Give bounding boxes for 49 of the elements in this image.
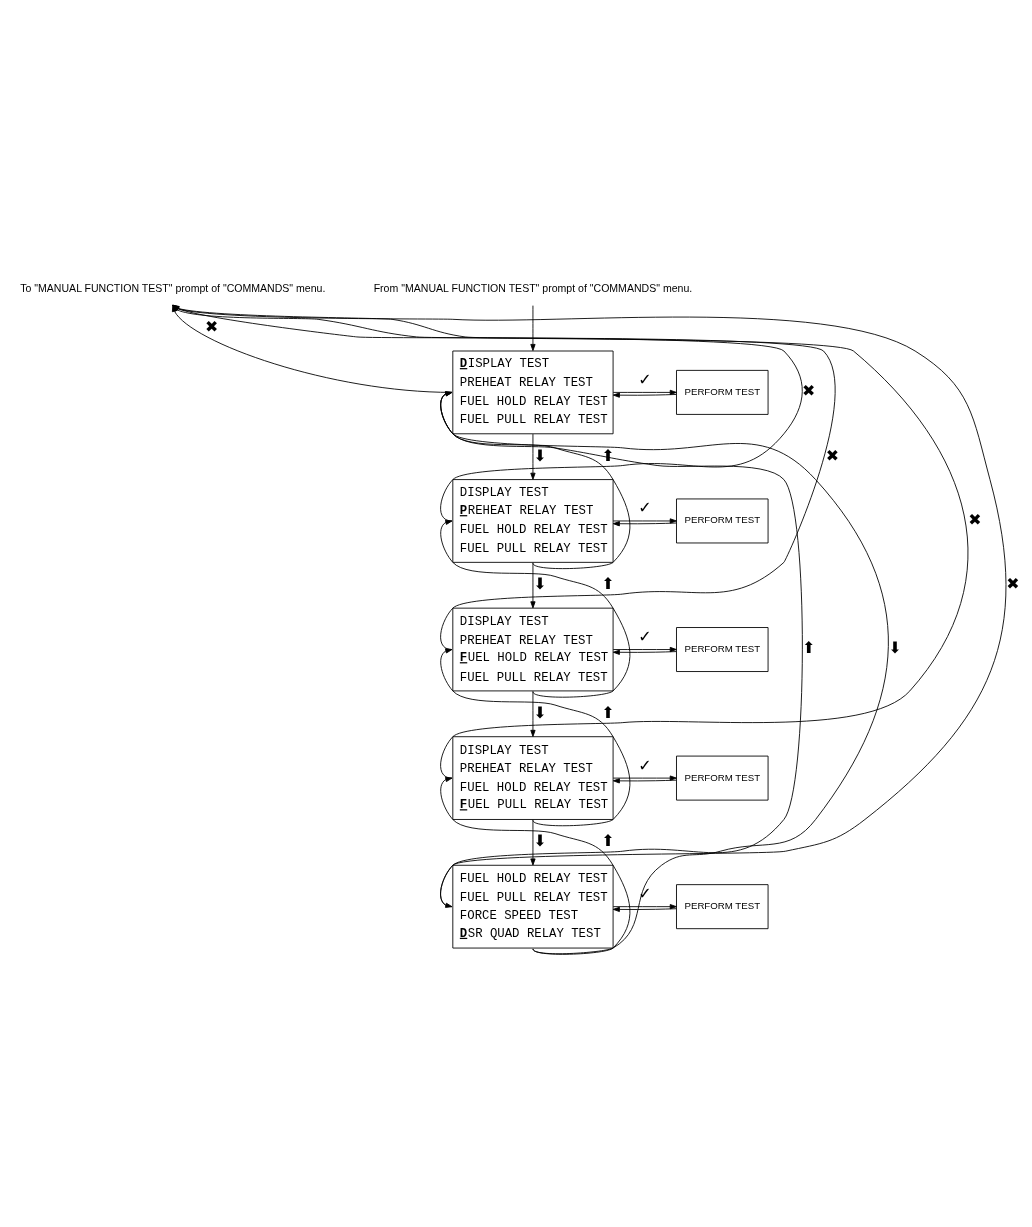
arrow [612, 906, 677, 912]
node-box: DISPLAY TEST PREHEAT RELAY TEST FUEL HOLD RELAY TEST FUEL PULL RELAY TEST [452, 607, 614, 691]
edge-label: ⬇ [888, 637, 902, 657]
edge-label: ✖ [204, 316, 219, 336]
edge-label: ✖ [1006, 573, 1020, 593]
node-box: PERFORM TEST [676, 755, 769, 801]
arrow [612, 646, 677, 652]
arrow [440, 647, 631, 826]
arrow [530, 304, 536, 351]
edge-label: ✓ [638, 883, 652, 903]
arrow [612, 517, 677, 524]
arrow [530, 818, 536, 865]
edge-label: ✓ [638, 755, 652, 775]
edge-label: ✓ [638, 369, 652, 389]
node-text: To "MANUAL FUNCTION TEST" prompt of "COMMANDS" menu. [20, 281, 326, 294]
arrow [530, 433, 536, 480]
arrow [440, 390, 889, 954]
edge-label: ✖ [801, 380, 816, 400]
edge-label: ⬇ [533, 445, 547, 465]
arrow [612, 520, 677, 526]
arrow [612, 389, 677, 395]
arrow [440, 519, 631, 698]
arrow [440, 390, 631, 569]
arrow [530, 561, 536, 608]
edge-label: ⬇ [533, 573, 547, 593]
edge-label: ⬆ [601, 702, 615, 722]
node-box: DISPLAY TEST PREHEAT RELAY TEST FUEL HOLD RELAY TEST FUEL PULL RELAY TEST [452, 350, 614, 434]
arrow [530, 690, 536, 737]
node-box: DISPLAY TEST PREHEAT RELAY TEST FUEL HOLD RELAY TEST FUEL PULL RELAY TEST [452, 478, 614, 563]
edge-label: ✖ [825, 445, 839, 465]
edge-label: ✓ [638, 626, 652, 646]
node-box: PERFORM TEST [676, 369, 769, 415]
node-text: From "MANUAL FUNCTION TEST" prompt of "COMMANDS" menu. [373, 281, 693, 294]
arrow [612, 392, 677, 398]
arrow [440, 776, 631, 955]
edge-label: ⬇ [533, 702, 547, 722]
node-box: PERFORM TEST [676, 626, 769, 672]
node-box: DISPLAY TEST PREHEAT RELAY TEST FUEL HOLD RELAY TEST FUEL PULL RELAY TEST [452, 735, 614, 820]
edge-label: ✓ [638, 497, 652, 517]
edge-label: ⬆ [801, 637, 816, 657]
arrow [612, 903, 677, 909]
node-box: FUEL HOLD RELAY TEST FUEL PULL RELAY TEST FORCE SPEED TEST DSR QUAD RELAY TEST [452, 864, 614, 948]
edge-label: ⬇ [533, 830, 547, 850]
edge-label: ✖ [968, 509, 982, 529]
edge-label: ⬆ [601, 830, 615, 850]
node-box: PERFORM TEST [676, 883, 769, 929]
arrow [612, 649, 677, 655]
node-box: PERFORM TEST [676, 498, 769, 543]
edge-label: ⬆ [601, 573, 615, 593]
